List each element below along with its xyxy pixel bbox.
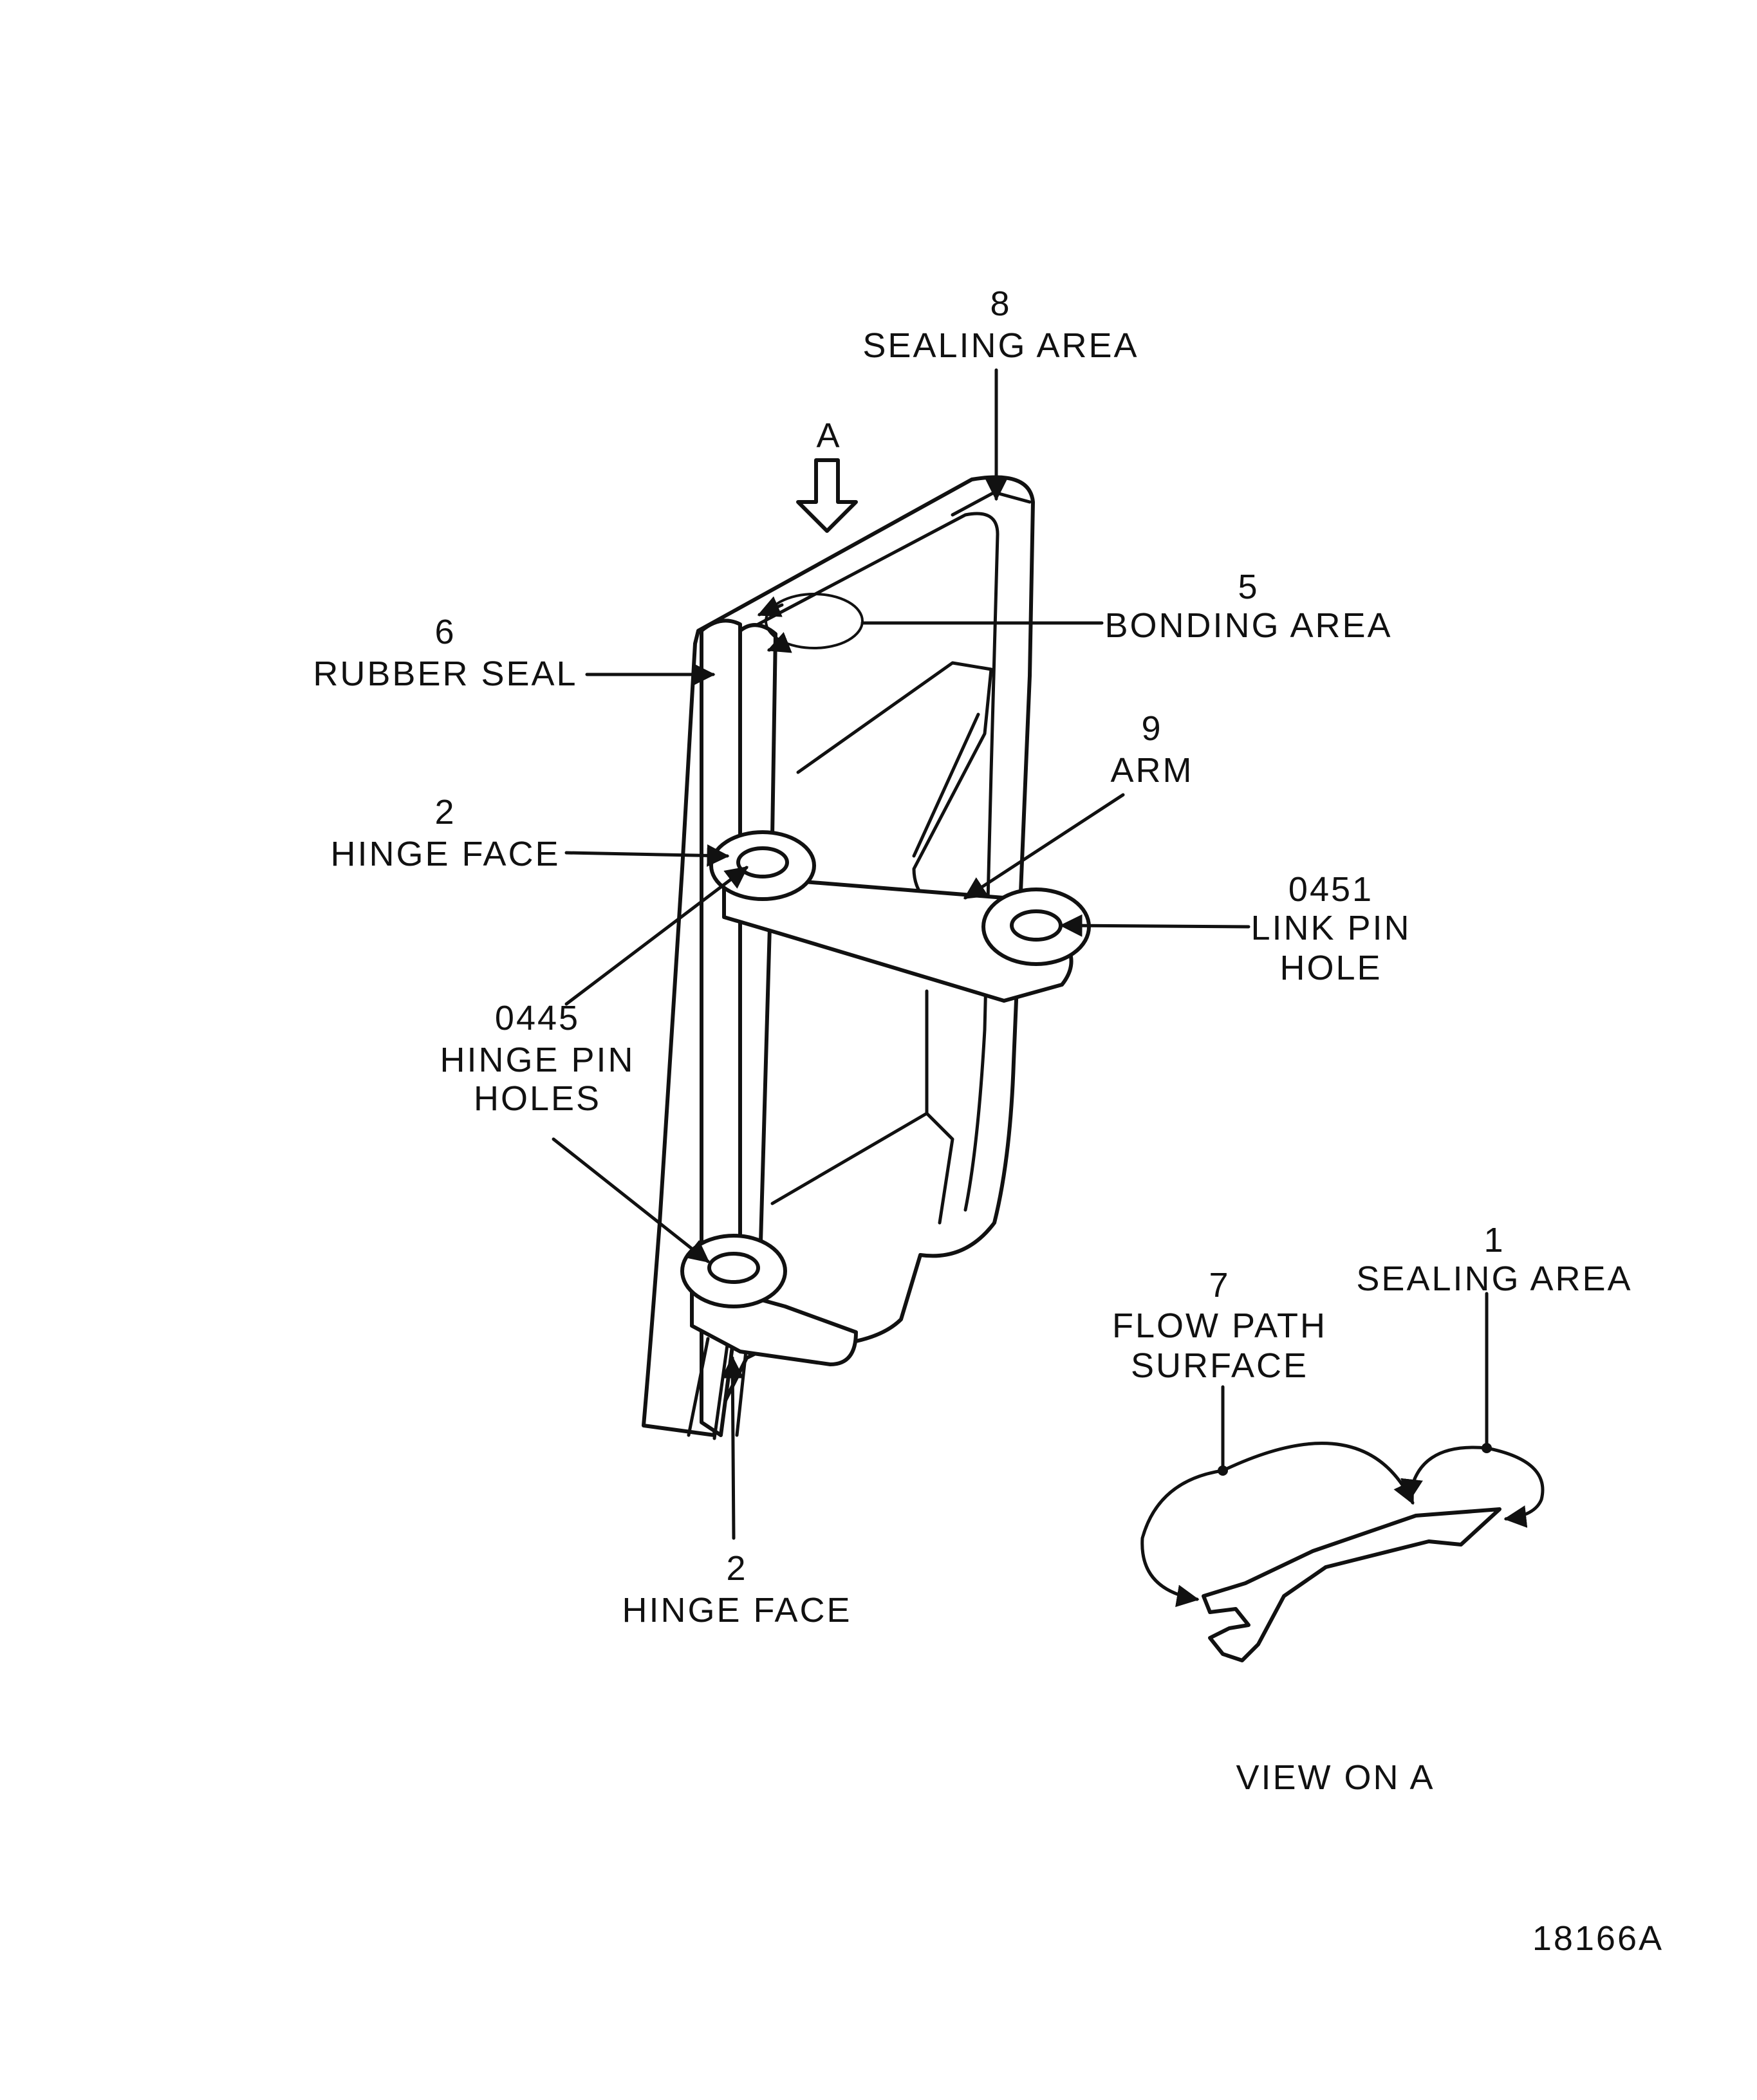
- label-hinge-pin-holes-line2: HOLES: [474, 1079, 601, 1118]
- sealing-area-arc-left: [1400, 1445, 1489, 1502]
- label-sealing-area-view: SEALING AREA: [1356, 1259, 1632, 1298]
- section-profile: [1202, 1507, 1501, 1662]
- label-sealing-area-view-num: 1: [1483, 1221, 1505, 1259]
- label-rubber-seal-num: 6: [434, 613, 456, 651]
- label-hinge-face-upper-num: 2: [434, 793, 456, 832]
- bonding-area-pointer-b: [767, 632, 792, 653]
- label-hinge-pin-holes-line1: HINGE PIN: [440, 1041, 635, 1079]
- view-on-a-section: [1140, 1292, 1545, 1662]
- hinge-rod: [738, 623, 777, 1296]
- view-a-arrow: [796, 458, 858, 533]
- window-lower: [770, 1111, 954, 1225]
- bonding-area-pointer-a: [757, 596, 784, 617]
- upper-hinge-pin-hole: [736, 846, 789, 878]
- leader-hinge-face-lower: [721, 1355, 744, 1540]
- label-flow-path-num: 7: [1209, 1266, 1230, 1305]
- leader-arm: [963, 793, 1125, 900]
- label-hinge-face-upper: HINGE FACE: [330, 835, 560, 873]
- label-flow-path-line2: SURFACE: [1131, 1346, 1308, 1385]
- label-sealing-area-top: SEALING AREA: [862, 326, 1139, 365]
- flap-frame-inner: [732, 512, 999, 1212]
- sealing-area-arc-right: [1485, 1446, 1545, 1528]
- view-arrow-icon: [796, 458, 858, 533]
- label-flow-path-line1: FLOW PATH: [1112, 1306, 1327, 1345]
- label-hinge-pin-holes-num: 0445: [495, 999, 580, 1037]
- label-link-pin-hole-line1: LINK PIN: [1250, 909, 1411, 947]
- leader-hinge-face-upper: [564, 844, 730, 867]
- label-bonding-area: BONDING AREA: [1104, 606, 1392, 645]
- label-arm: ARM: [1111, 751, 1194, 790]
- flow-path-arc-right: [1221, 1442, 1415, 1505]
- labels: 8 SEALING AREA A 5 BONDING AREA 6 RUBBER…: [313, 284, 1664, 1958]
- leader-hinge-pin-lower: [552, 1137, 710, 1263]
- leader-hinge-pin-upper: [564, 866, 748, 1006]
- figure-id: 18166A: [1532, 1919, 1664, 1958]
- link-pin-hole-circle: [1010, 909, 1063, 942]
- label-link-pin-hole-line2: HOLE: [1279, 949, 1382, 987]
- label-view-arrow: A: [816, 416, 841, 455]
- view-caption: VIEW ON A: [1236, 1758, 1435, 1797]
- flow-path-arc: [1140, 1469, 1225, 1608]
- label-rubber-seal: RUBBER SEAL: [313, 655, 577, 693]
- lower-hinge-pin-hole: [707, 1252, 760, 1284]
- leader-lines: [552, 368, 1250, 1540]
- label-bonding-area-num: 5: [1238, 568, 1259, 606]
- bonding-area-ellipse: [765, 593, 864, 649]
- label-hinge-face-lower: HINGE FACE: [622, 1591, 851, 1630]
- label-link-pin-hole-num: 0451: [1288, 870, 1373, 909]
- label-hinge-face-lower-num: 2: [726, 1549, 747, 1588]
- window-upper-edge: [912, 712, 980, 858]
- label-sealing-area-top-num: 8: [990, 284, 1011, 323]
- label-arm-num: 9: [1141, 709, 1162, 748]
- leader-link-pin-hole: [1059, 914, 1250, 937]
